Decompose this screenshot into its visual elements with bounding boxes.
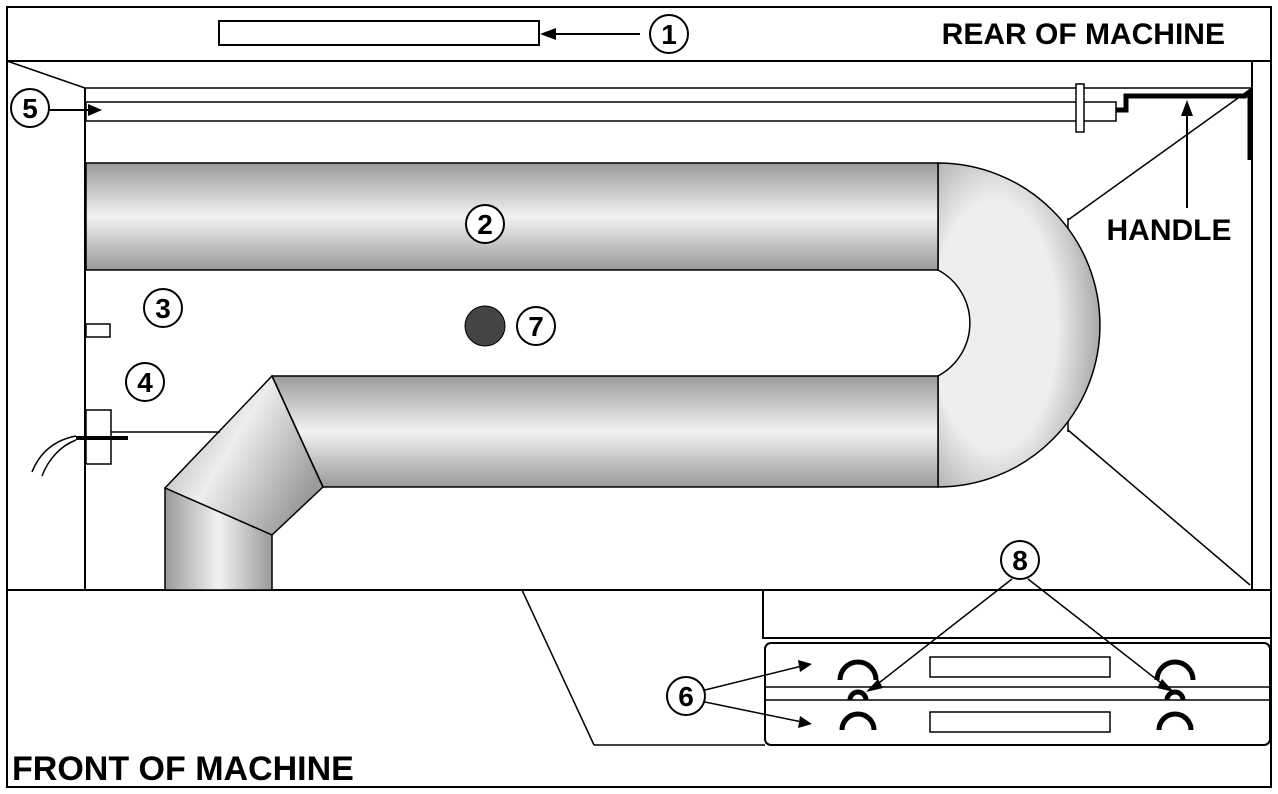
callout-5-text: 5 xyxy=(22,93,38,124)
sensor-wires xyxy=(31,435,77,477)
pipe-bend xyxy=(937,162,1101,488)
hook-upper-left xyxy=(837,659,879,681)
hook-upper-right xyxy=(1154,659,1196,681)
callout-3 xyxy=(143,288,183,328)
rod-collar xyxy=(1075,83,1085,133)
callout-3-text: 3 xyxy=(155,293,171,324)
callout-2-text: 2 xyxy=(477,209,493,240)
pipe-lower xyxy=(271,375,939,488)
arrow-6-lower xyxy=(798,716,812,728)
hook-lower-left xyxy=(839,711,877,731)
outer-frame xyxy=(6,6,1272,788)
arrow-8-right xyxy=(1157,679,1174,692)
callout-1-text: 1 xyxy=(661,19,677,50)
callout-1 xyxy=(649,14,689,54)
callout-8 xyxy=(1000,540,1040,580)
upper-panel xyxy=(762,589,1272,639)
hook-lower-right xyxy=(1156,711,1194,731)
callout-7-text: 7 xyxy=(528,311,544,342)
hook-small-right xyxy=(1164,689,1186,701)
tab-3 xyxy=(85,323,111,338)
callout-4 xyxy=(125,362,165,402)
dark-dot xyxy=(464,305,506,347)
rod xyxy=(85,101,1117,122)
callout-6 xyxy=(666,676,706,716)
pipe-down xyxy=(164,486,273,591)
arrow-8-left xyxy=(866,679,883,692)
callout-8-text: 8 xyxy=(1012,545,1028,576)
handle xyxy=(1116,86,1253,160)
arrow-6-upper xyxy=(798,660,812,672)
front-label: FRONT OF MACHINE xyxy=(12,750,354,788)
rear-slot xyxy=(218,20,540,46)
callout-4-text: 4 xyxy=(137,367,153,398)
hook-small-left xyxy=(847,689,869,701)
arrow-handle xyxy=(1181,100,1193,116)
callout-2 xyxy=(465,204,505,244)
rear-label: REAR OF MACHINE xyxy=(942,18,1225,51)
arrow-5 xyxy=(88,104,102,116)
panel-slot-upper xyxy=(929,656,1111,678)
callout-6-text: 6 xyxy=(678,681,694,712)
callout-7 xyxy=(516,306,556,346)
arrow-1 xyxy=(540,28,556,40)
pipe-upper xyxy=(85,162,939,271)
panel-slot-lower xyxy=(929,711,1111,733)
callout-5 xyxy=(10,88,50,128)
handle-label: HANDLE xyxy=(1107,214,1232,247)
